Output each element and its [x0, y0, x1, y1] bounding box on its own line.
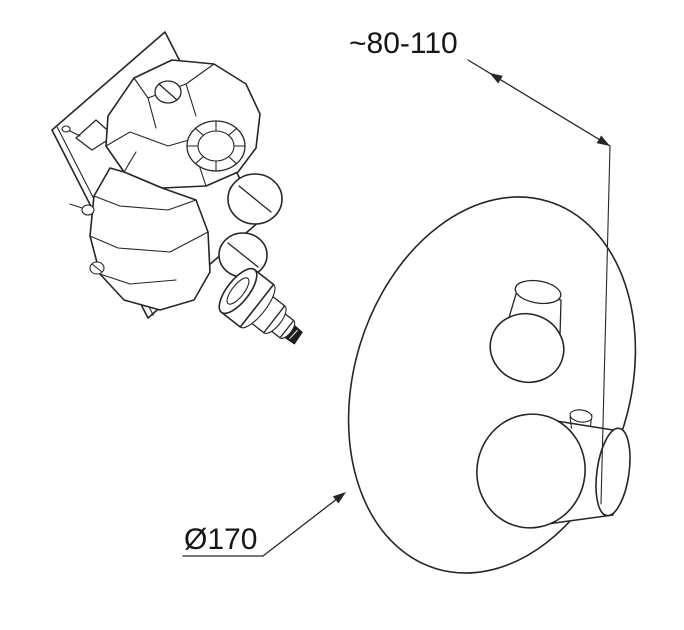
diameter-leader-line — [262, 494, 343, 557]
lever-base — [476, 413, 586, 529]
thermostat-knob-base — [489, 312, 565, 384]
diverter-button-cap — [569, 409, 593, 423]
lower-screw-slot — [91, 263, 103, 273]
lever-end-cap — [595, 427, 631, 517]
side-bolt-stem — [69, 203, 83, 209]
diameter-arrowhead — [332, 492, 346, 504]
cartridge-front-bore — [226, 277, 250, 305]
diameter-dimension-label: Ø170 — [184, 523, 257, 556]
diameter-dimension: Ø170 — [182, 492, 346, 557]
service-plug-upper-slot — [238, 185, 272, 213]
valve-lower-housing-details — [89, 195, 209, 285]
concealed-valve-view — [51, 31, 303, 345]
top-screw-slot — [158, 83, 178, 101]
trim-plate — [347, 196, 637, 574]
depth-dimension: ~80-110 — [349, 27, 611, 505]
depth-arrowhead-lower — [596, 135, 610, 146]
knurled-ring-ticks — [186, 120, 246, 172]
depth-extension-line — [600, 145, 611, 505]
bracket-bolt-head — [61, 125, 71, 133]
depth-arrowhead-upper — [489, 72, 503, 84]
depth-dimension-line — [467, 59, 611, 147]
cartridge-assembly — [218, 267, 303, 345]
service-plug-lower-slot — [227, 242, 259, 268]
trim-plate-view — [347, 196, 637, 574]
depth-dimension-label: ~80-110 — [349, 27, 458, 60]
thermostat-knob-cap — [514, 279, 562, 305]
side-bolt — [81, 204, 95, 216]
